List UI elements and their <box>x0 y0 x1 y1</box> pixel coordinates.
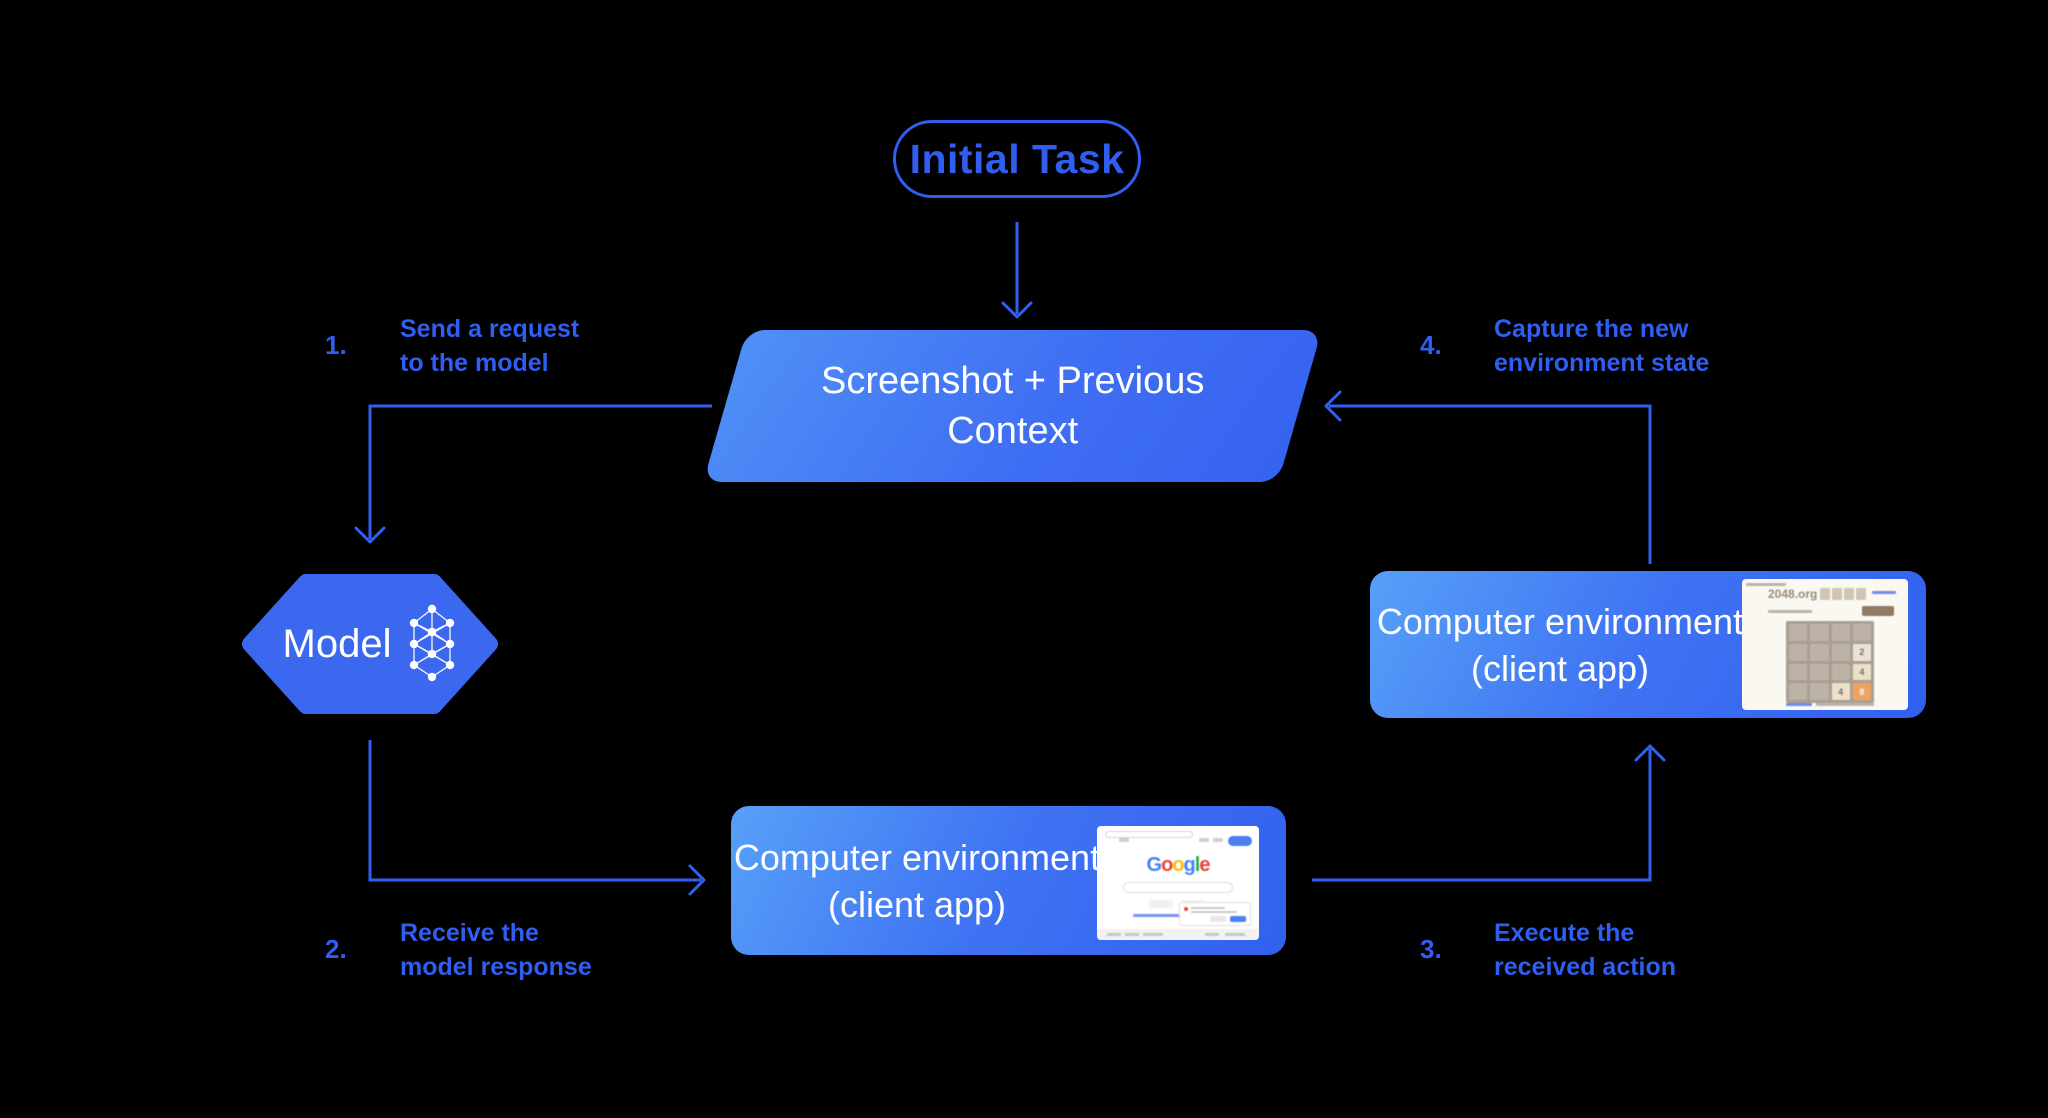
model-label: Model <box>282 621 392 666</box>
step-4-line1: Capture the new <box>1494 315 1689 343</box>
initial-task-label: Initial Task <box>909 135 1125 182</box>
grid-cell <box>1831 663 1850 681</box>
footer-link <box>1225 933 1245 936</box>
step-1-line2: to the model <box>400 349 549 377</box>
footer-link <box>1107 933 1121 936</box>
env-right-line1: Computer environment <box>1376 600 1744 642</box>
score-box <box>1832 588 1842 600</box>
footer-link <box>1143 933 1163 936</box>
arrow-model-to-env-bottom <box>368 740 706 896</box>
search-box <box>1123 882 1233 893</box>
site-title-2048: 2048.org <box>1768 587 1818 601</box>
grid-cell <box>1789 643 1808 661</box>
browser-tab-bar <box>1746 583 1786 586</box>
step-1-line1: Send a request <box>400 315 580 343</box>
footer-text-line <box>1816 703 1874 706</box>
grid-cell <box>1831 643 1850 661</box>
gmail-link <box>1199 838 1209 842</box>
search-button <box>1149 900 1173 908</box>
grid-cell <box>1810 683 1829 700</box>
screenshot-context-line1: Screenshot + Previous <box>820 360 1205 402</box>
thumb-google-content: Google <box>1097 826 1259 940</box>
env-right-label: Computer environment (client app) <box>1370 571 1750 718</box>
logo-letter: G <box>1146 854 1163 876</box>
footer-link-text <box>1786 703 1812 706</box>
dialog-primary-button <box>1230 916 1246 922</box>
menu-text <box>1119 838 1129 842</box>
screenshot-context-node: Screenshot + Previous Context <box>703 330 1322 482</box>
grid-cell <box>1810 643 1829 661</box>
google-logo: Google <box>1097 854 1259 877</box>
address-bar <box>1105 831 1193 838</box>
model-node: Model <box>240 570 500 718</box>
grid-cell <box>1789 663 1808 681</box>
step-2-line2: model response <box>400 953 592 981</box>
step-3-text: Execute the received action <box>1494 916 1676 984</box>
logo-letter: g <box>1183 854 1196 876</box>
step-4-text: Capture the new environment state <box>1494 312 1709 380</box>
dialog-icon <box>1184 907 1188 911</box>
step-2-text: Receive the model response <box>400 916 592 984</box>
sign-in-button <box>1228 836 1252 846</box>
model-content: Model <box>240 570 500 718</box>
score-box <box>1820 588 1830 600</box>
arrow-task-to-context <box>1001 222 1033 319</box>
footer-link <box>1205 933 1219 936</box>
screenshot-google-thumbnail: Google <box>1097 826 1259 940</box>
images-link <box>1213 838 1223 842</box>
tile-4: 4 <box>1852 663 1871 681</box>
tile-8: 8 <box>1852 683 1871 700</box>
initial-task-node: Initial Task <box>893 120 1141 198</box>
env-bottom-node: Computer environment (client app) Google <box>731 806 1286 955</box>
env-bottom-line1: Computer environment <box>733 836 1101 878</box>
logo-letter: l <box>1194 854 1200 876</box>
step-1-text: Send a request to the model <box>400 312 579 380</box>
neural-network-icon <box>410 604 455 682</box>
grid-cell <box>1810 624 1829 641</box>
dialog-text-line <box>1191 907 1225 909</box>
step-2-number: 2. <box>325 934 347 964</box>
env-right-node: Computer environment (client app) 2048.o… <box>1370 571 1926 718</box>
step-1-number: 1. <box>325 330 347 360</box>
grid-cell <box>1789 624 1808 641</box>
score-box <box>1856 588 1866 600</box>
grid-cell <box>1810 663 1829 681</box>
step-2-line1: Receive the <box>400 919 539 947</box>
env-right-line2: (client app) <box>1470 647 1650 689</box>
env-bottom-line2: (client app) <box>827 883 1007 925</box>
offered-in-link <box>1133 914 1223 917</box>
env-bottom-label: Computer environment (client app) <box>731 806 1103 955</box>
logo-letter: o <box>1161 854 1173 876</box>
logo-letter: o <box>1172 854 1184 876</box>
arrow-env-right-to-context <box>1324 390 1652 564</box>
tile-4: 4 <box>1831 683 1850 700</box>
thumb-2048-content: 2048.org 2 <box>1742 579 1908 710</box>
cookie-dialog <box>1179 902 1251 926</box>
dialog-text-line <box>1191 911 1237 913</box>
arrow-context-to-model <box>354 404 712 544</box>
step-3-line2: received action <box>1494 953 1677 981</box>
page-footer <box>1097 929 1259 940</box>
intro-text-line <box>1768 610 1812 613</box>
screenshot-2048-thumbnail: 2048.org 2 <box>1742 579 1908 710</box>
grid-cell <box>1831 624 1850 641</box>
new-game-button <box>1862 606 1894 616</box>
game-grid-2048: 2 4 4 8 <box>1786 621 1874 703</box>
step-3-number: 3. <box>1420 934 1442 964</box>
dialog-secondary-button <box>1210 916 1226 922</box>
logo-letter: e <box>1199 854 1210 876</box>
screenshot-context-line2: Context <box>947 410 1078 452</box>
score-box <box>1844 588 1854 600</box>
step-4-number: 4. <box>1420 330 1442 360</box>
tile-2: 2 <box>1852 643 1871 661</box>
arrow-env-bottom-to-env-right <box>1312 744 1666 882</box>
grid-cell <box>1789 683 1808 700</box>
step-3-line1: Execute the <box>1494 919 1635 947</box>
top-link-text <box>1872 591 1896 594</box>
footer-link <box>1125 933 1139 936</box>
step-4-line2: environment state <box>1494 349 1710 377</box>
screenshot-context-label: Screenshot + Previous Context <box>821 356 1204 456</box>
grid-cell <box>1852 624 1871 641</box>
